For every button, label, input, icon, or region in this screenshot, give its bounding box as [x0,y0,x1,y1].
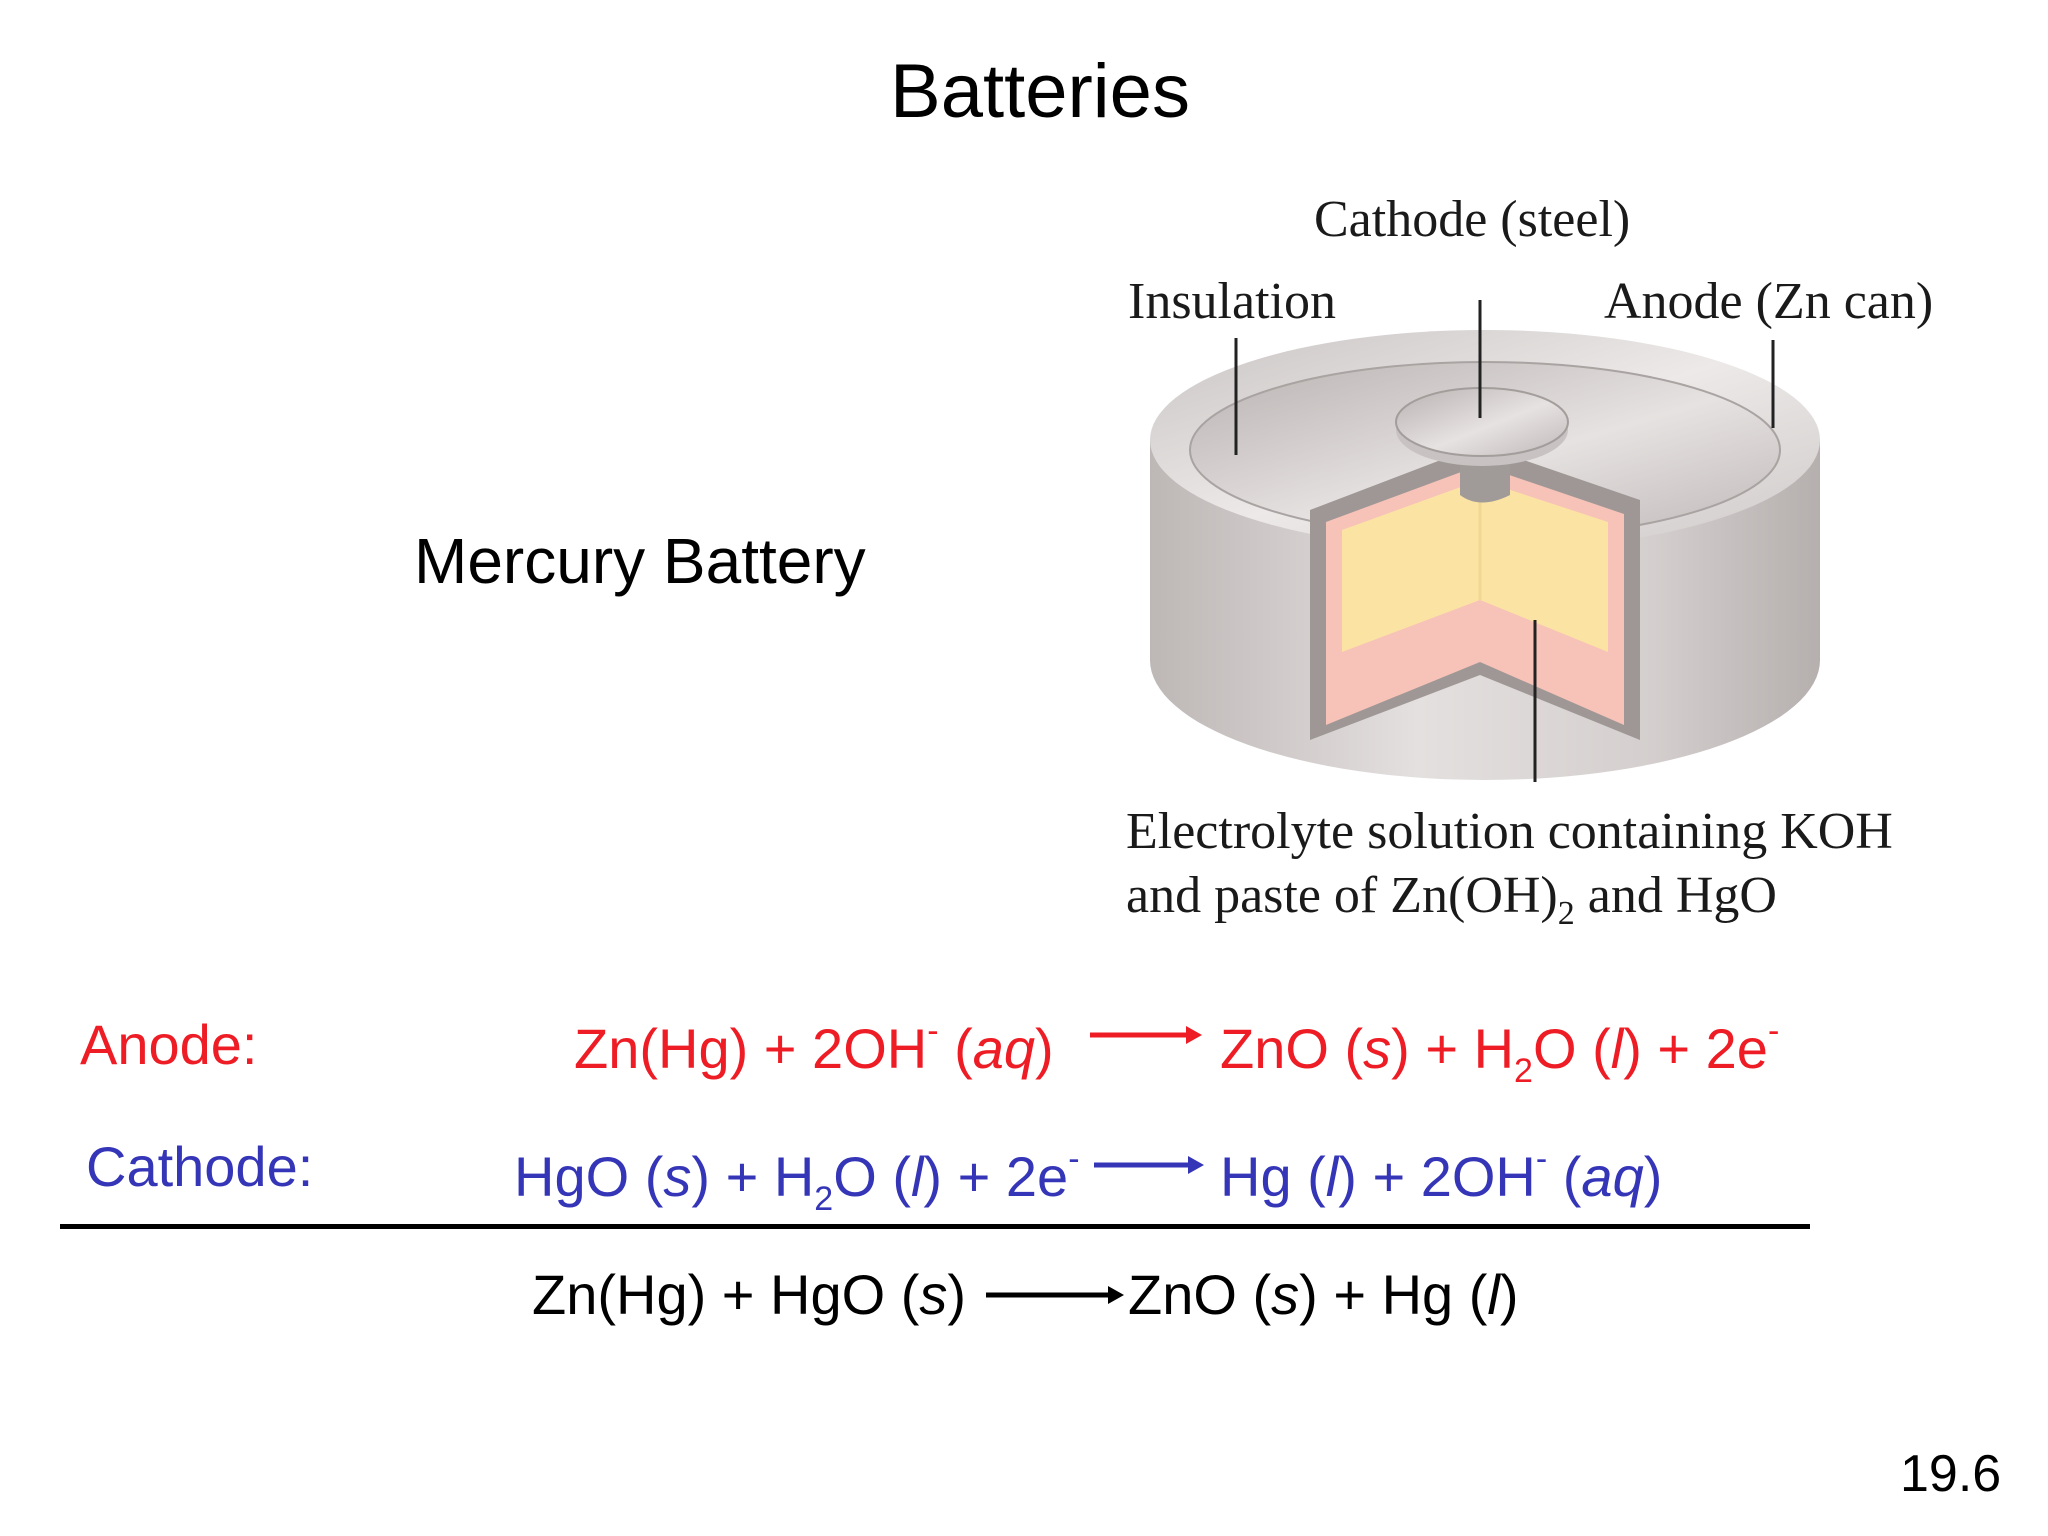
anode-reactants: Zn(Hg) + 2OH- (aq) [574,1012,1054,1080]
anode-products: ZnO (s) + H2O (l) + 2e- [1220,1012,1780,1090]
overall-products: ZnO (s) + Hg (l) [1128,1263,1519,1326]
cathode-steel-label: Cathode (steel) [1314,191,1631,248]
electrolyte-label-line1: Electrolyte solution containing KOH [1126,803,1893,860]
insulation-label: Insulation [1128,273,1336,330]
battery-cutaway-electrolyte [1342,480,1608,652]
cathode-reaction-arrow [1094,1156,1204,1174]
slide-subtitle: Mercury Battery [414,525,866,597]
anode-reaction-arrow [1090,1026,1202,1044]
electrolyte-label: Electrolyte solution containing KOH and … [1126,800,1893,946]
anode-zn-can-label: Anode (Zn can) [1604,273,1934,330]
sum-divider-line [60,1224,1810,1229]
cathode-reactants: HgO (s) + H2O (l) + 2e- [514,1140,1080,1218]
overall-reaction-arrow [986,1286,1124,1304]
overall-reactants: Zn(Hg) + HgO (s) [532,1263,967,1326]
cathode-reaction-label: Cathode: [86,1135,314,1198]
cathode-products: Hg (l) + 2OH- (aq) [1220,1140,1663,1208]
electrolyte-label-line2: and paste of Zn(OH)2 and HgO [1126,867,1777,932]
slide-title: Batteries [890,49,1190,134]
mercury-battery-illustration [1150,300,1820,782]
anode-reaction-label: Anode: [80,1013,258,1076]
page-number: 19.6 [1900,1445,2002,1503]
